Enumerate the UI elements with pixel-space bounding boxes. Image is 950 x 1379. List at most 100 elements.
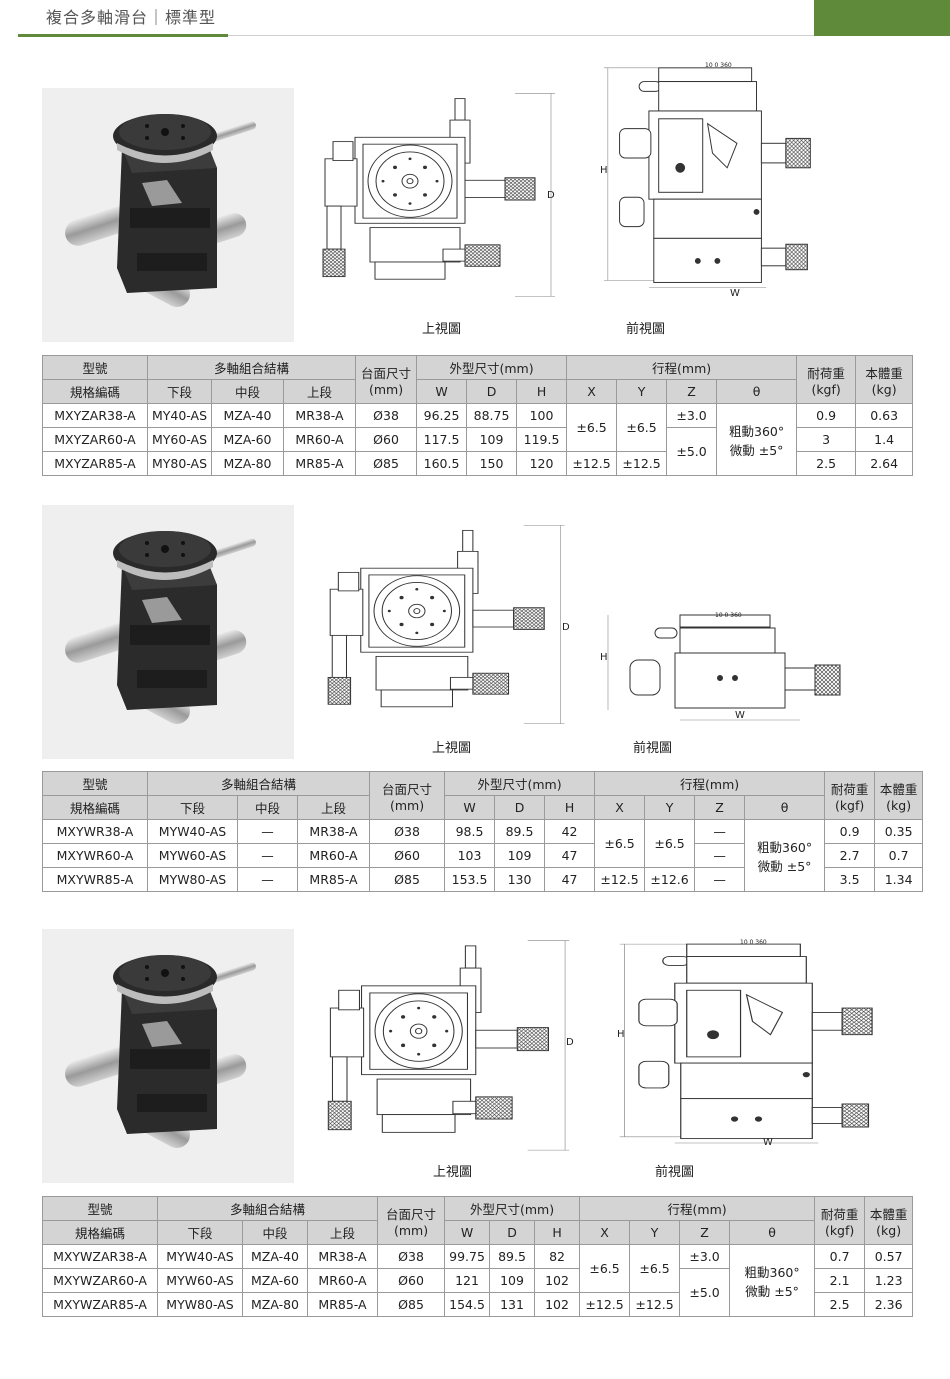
cell-weight: 2.64 [855,451,914,476]
header-lower: 下段 [147,795,238,820]
product-photo-mxywzar [42,929,294,1183]
cell-size: Ø60 [355,427,418,452]
cell-d: 150 [466,451,518,476]
cell-lower: MYW60-AS [147,843,238,868]
cell-h: 42 [544,819,596,844]
cell-d: 109 [489,1268,536,1293]
cell-size: Ø85 [355,451,418,476]
header-combo: 多軸組合結構 [156,1196,379,1221]
header-h: H [534,1220,581,1245]
cell-upper: MR38-A [306,1244,379,1269]
top-view-label-2: 上視圖 [432,741,472,756]
header-outer: 外型尺寸(mm) [444,771,596,796]
top-view-label-1: 上視圖 [422,322,462,337]
table-row: MXYWR38-A MYW40-AS — MR38-A Ø38 98.5 89.… [42,819,924,892]
cell-w: 153.5 [444,867,496,892]
header-load: 耐荷重(kgf) [814,1196,866,1245]
cell-upper: MR85-A [306,1292,379,1317]
cell-size: Ø38 [369,819,446,844]
cell-d: 89.5 [494,819,546,844]
header-theta: θ [716,379,798,404]
cell-theta: 粗動360°微動 ±5° [744,819,826,892]
header-z: Z [679,1220,731,1245]
header-w: W [416,379,468,404]
header-model: 型號 [42,355,148,380]
header-divider [228,35,814,36]
cell-h: 102 [534,1268,581,1293]
dimension-h-label: H [617,1029,625,1040]
header-model: 型號 [42,1196,158,1221]
cell-y: ±12.5 [629,1292,681,1317]
cell-lower: MYW80-AS [157,1292,243,1317]
cell-lower: MYW40-AS [147,819,238,844]
cell-load: 2.1 [814,1268,866,1293]
cell-w: 160.5 [416,451,468,476]
cell-z: ±3.0 [679,1244,731,1269]
cell-code: MXYWR85-A [42,867,148,892]
scale-marking: 10 0 360 [705,62,732,69]
front-view-label-1: 前視圖 [626,322,666,337]
header-x: X [594,795,646,820]
cell-code: MXYZAR60-A [42,427,148,452]
header-lower: 下段 [147,379,212,404]
header-travel: 行程(mm) [594,771,826,796]
cell-lower: MYW40-AS [157,1244,243,1269]
top-view-drawing-1: D [315,90,575,305]
cell-h: 47 [544,867,596,892]
cell-y: ±6.5 [616,403,668,452]
cell-size: Ø85 [369,867,446,892]
cell-upper: MR60-A [282,427,357,452]
header-outer: 外型尺寸(mm) [416,355,568,380]
cell-weight: 1.4 [855,427,914,452]
header-code: 規格編碼 [42,1220,158,1245]
header-w: W [444,1220,491,1245]
table-row: MXYWZAR85-A MYW80-AS MZA-80 MR85-A Ø85 1… [42,1292,914,1317]
cell-weight: 0.35 [874,819,924,844]
cell-w: 96.25 [416,403,468,428]
cell-lower: MY80-AS [147,451,212,476]
cell-w: 121 [444,1268,491,1293]
page-header: 複合多軸滑台｜標準型 [0,0,950,37]
cell-lower: MY40-AS [147,403,212,428]
cell-x: ±6.5 [579,1244,631,1293]
header-weight: 本體重(kg) [855,355,914,404]
header-theta: θ [744,795,826,820]
cell-w: 103 [444,843,496,868]
header-table-size: 台面尺寸(mm) [369,771,446,820]
cell-upper: MR85-A [282,451,357,476]
cell-size: Ø60 [377,1268,446,1293]
cell-load: 2.5 [814,1292,866,1317]
front-view-drawing-2: H W 10 0 360 [600,610,850,725]
table-row: MXYZAR85-A MY80-AS MZA-80 MR85-A Ø85 160… [42,451,914,476]
cell-theta: 粗動360°微動 ±5° [729,1244,816,1317]
cell-load: 3.5 [824,867,876,892]
table-row: MXYWR85-A MYW80-AS — MR85-A Ø85 153.5 13… [42,867,924,892]
cell-x: ±12.5 [594,867,646,892]
cell-code: MXYWZAR38-A [42,1244,158,1269]
cell-z: — [694,819,746,844]
cell-middle: MZA-60 [242,1268,308,1293]
header-combo: 多軸組合結構 [146,355,357,380]
header-load: 耐荷重(kgf) [796,355,857,404]
header-travel: 行程(mm) [566,355,798,380]
cell-upper: MR85-A [296,867,371,892]
product-photo-mxyzar [42,88,294,342]
cell-z: — [694,843,746,868]
cell-weight: 1.34 [874,867,924,892]
page-title: 複合多軸滑台｜標準型 [46,8,217,27]
header-h: H [544,795,596,820]
cell-x: ±12.5 [579,1292,631,1317]
header-d: D [489,1220,536,1245]
dimension-d-label: D [566,1037,574,1048]
cell-upper: MR60-A [306,1268,379,1293]
header-code: 規格編碼 [42,379,148,404]
cell-x: ±12.5 [566,451,618,476]
cell-code: MXYZAR38-A [42,403,148,428]
cell-z: ±5.0 [666,427,718,476]
header-z: Z [694,795,746,820]
dimension-w-label: W [730,288,740,299]
cell-code: MXYZAR85-A [42,451,148,476]
table-row: MXYWR60-A MYW60-AS — MR60-A Ø60 103 109 … [42,843,924,868]
header-theta: θ [729,1220,816,1245]
cell-middle: — [237,819,298,844]
